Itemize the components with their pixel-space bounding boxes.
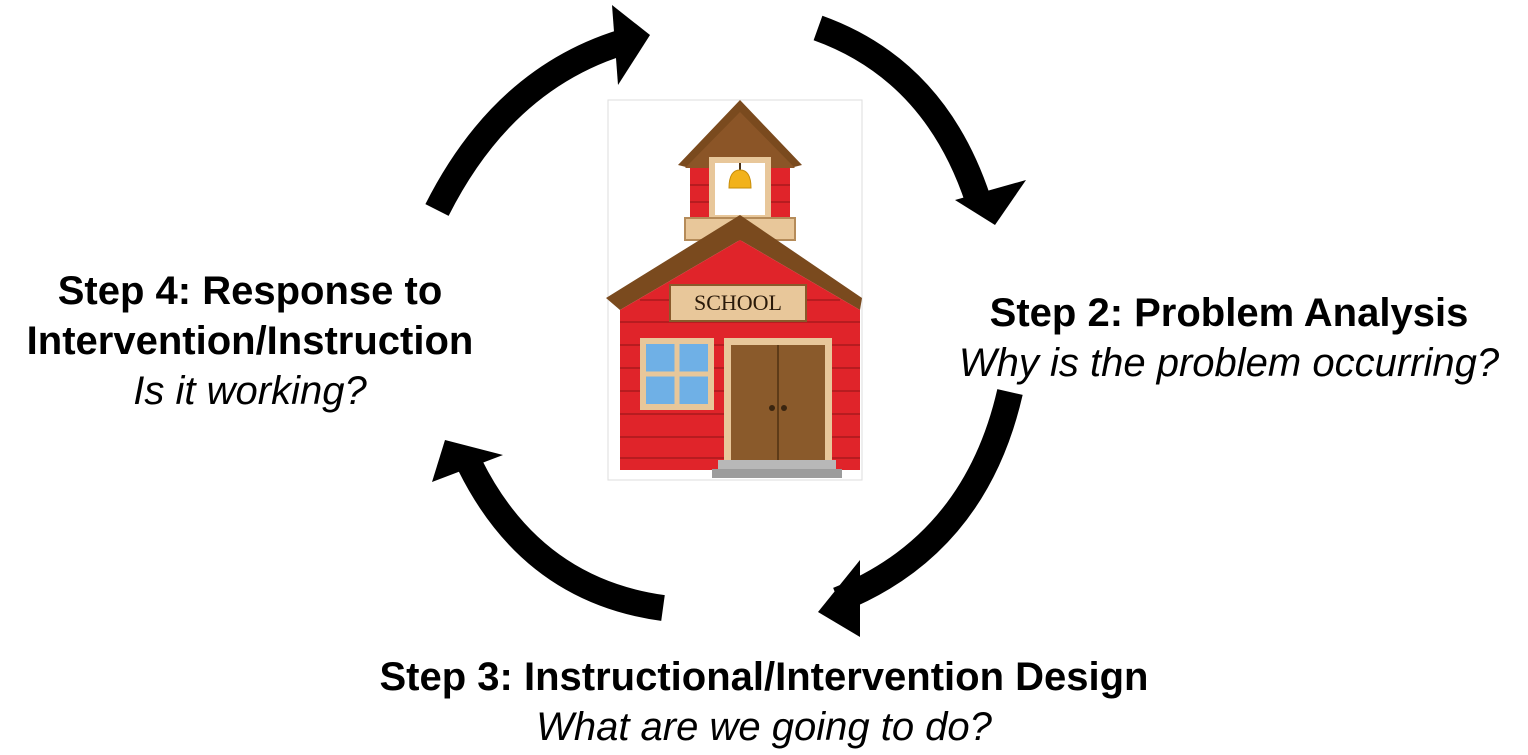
step-2-label: Step 2: Problem Analysis Why is the prob… bbox=[930, 288, 1528, 388]
main-roof bbox=[606, 215, 862, 310]
step-4-title-line2: Intervention/Instruction bbox=[26, 319, 474, 363]
arrow-bottom-left bbox=[432, 440, 665, 621]
step-3-question: What are we going to do? bbox=[536, 705, 992, 749]
arrow-top-right bbox=[813, 15, 1026, 225]
bell-icon bbox=[728, 169, 752, 189]
arrow-top-left bbox=[425, 5, 650, 216]
step-4-question: Is it working? bbox=[133, 369, 367, 413]
step-3-label: Step 3: Instructional/Intervention Desig… bbox=[264, 652, 1264, 752]
step-2-question: Why is the problem occurring? bbox=[958, 341, 1500, 385]
school-sign-text: SCHOOL bbox=[694, 290, 782, 315]
entry-steps bbox=[718, 460, 836, 469]
step-3-title: Step 3: Instructional/Intervention Desig… bbox=[379, 655, 1149, 699]
arrow-bottom-right bbox=[818, 389, 1023, 637]
school-house-illustration bbox=[606, 99, 863, 481]
step-4-label: Step 4: Response to Intervention/Instruc… bbox=[0, 266, 500, 416]
step-4-title-line1: Step 4: Response to bbox=[57, 269, 443, 313]
school-sign bbox=[669, 284, 807, 322]
step-2-title: Step 2: Problem Analysis bbox=[989, 291, 1469, 335]
